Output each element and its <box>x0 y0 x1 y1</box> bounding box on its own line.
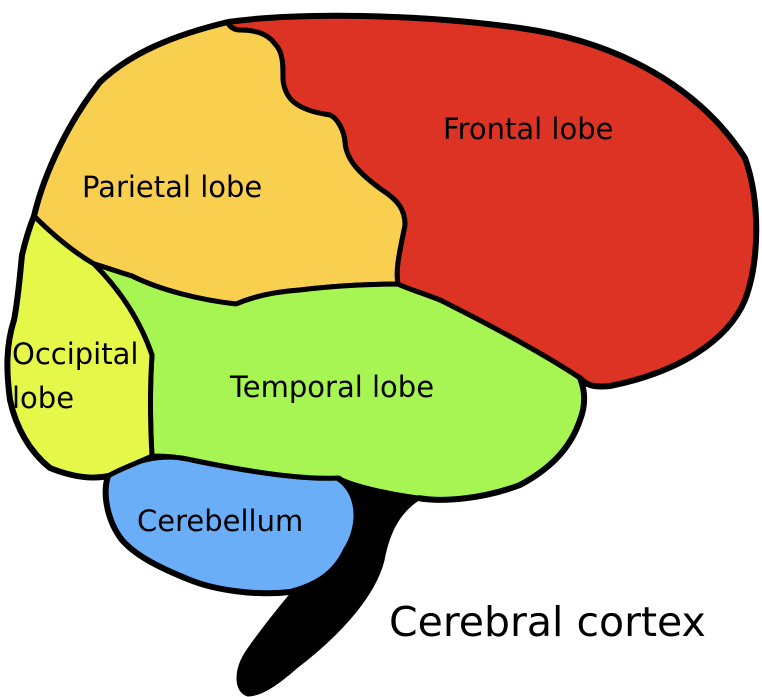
occipital-lobe-label-line1: Occipital <box>12 337 138 371</box>
occipital-lobe-label-line2: lobe <box>12 381 74 415</box>
temporal-lobe-label: Temporal lobe <box>229 370 434 404</box>
diagram-title: Cerebral cortex <box>389 598 706 646</box>
cerebellum-label: Cerebellum <box>137 504 303 538</box>
parietal-lobe-label: Parietal lobe <box>82 170 262 204</box>
frontal-lobe-label: Frontal lobe <box>443 112 613 146</box>
brain-outline <box>4 12 760 597</box>
